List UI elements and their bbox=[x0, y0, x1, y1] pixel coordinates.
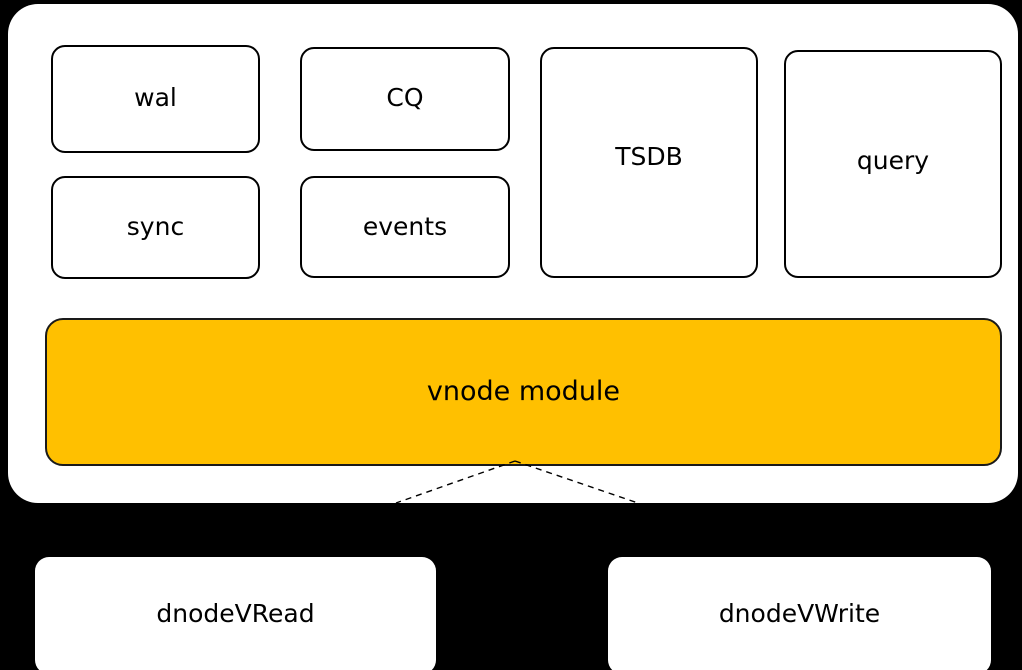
module-box-sync[interactable]: sync bbox=[51, 176, 260, 279]
dnode-vread-label: dnodeVRead bbox=[156, 599, 315, 628]
module-label-query: query bbox=[856, 145, 930, 175]
module-box-wal[interactable]: wal bbox=[51, 45, 260, 153]
dnode-vwrite-label: dnodeVWrite bbox=[718, 599, 881, 628]
module-label-cq: CQ bbox=[386, 82, 424, 112]
dnode-vwrite-box[interactable]: dnodeVWrite bbox=[608, 557, 991, 670]
vnode-module-bar[interactable]: vnode module bbox=[45, 318, 1002, 466]
vnode-container-panel: wal CQ TSDB query sync events vnode modu… bbox=[8, 4, 1018, 503]
module-label-wal: wal bbox=[134, 82, 177, 112]
module-box-query[interactable]: query bbox=[784, 50, 1002, 278]
module-box-tsdb[interactable]: TSDB bbox=[540, 47, 758, 278]
module-box-cq[interactable]: CQ bbox=[300, 47, 510, 151]
module-label-sync: sync bbox=[126, 212, 185, 241]
vnode-module-label: vnode module bbox=[426, 375, 621, 407]
dnode-vread-box[interactable]: dnodeVRead bbox=[35, 557, 436, 670]
module-label-tsdb: TSDB bbox=[615, 142, 683, 171]
module-box-events[interactable]: events bbox=[300, 176, 510, 278]
module-label-events: events bbox=[362, 211, 448, 241]
